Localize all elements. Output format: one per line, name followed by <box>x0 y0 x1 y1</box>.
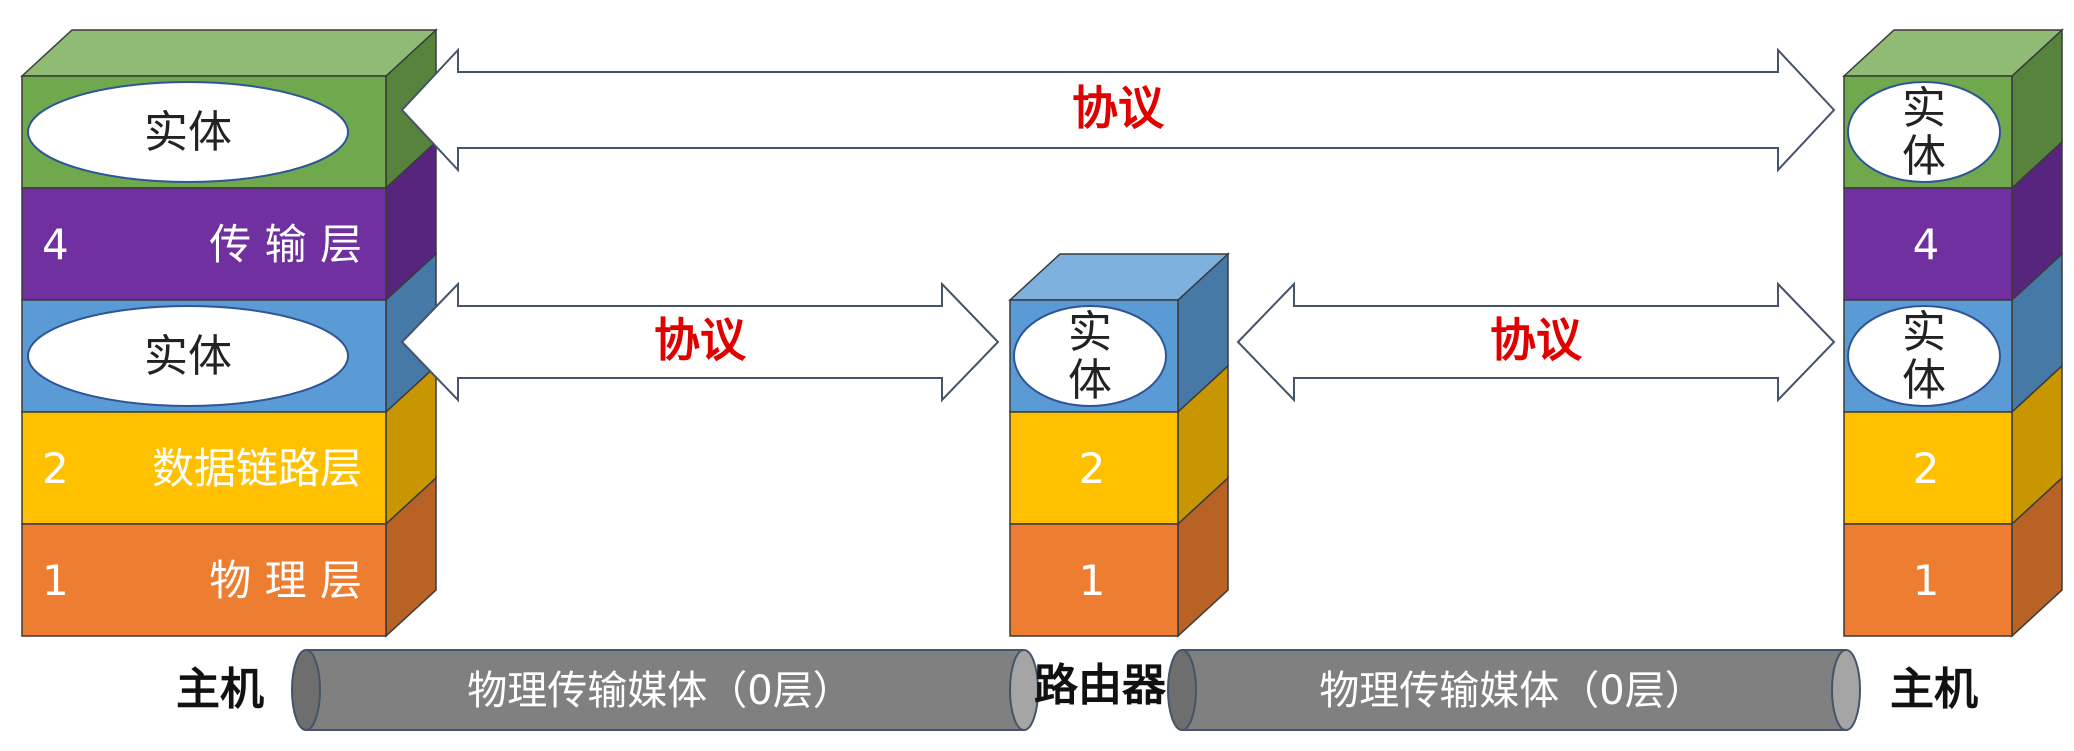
layer-number: 4 <box>1913 220 1940 269</box>
layer-front-face <box>1009 411 1179 525</box>
middle-left-protocol-label: 协议 <box>654 313 747 367</box>
entity-ellipse <box>1013 305 1167 407</box>
middle-right-protocol-label: 协议 <box>1490 313 1583 367</box>
layer-front-face <box>1843 523 2013 637</box>
layer-number: 2 <box>42 444 69 493</box>
right-host-layer-5: 1 <box>1843 476 2063 638</box>
right-host-layer-3: 实体 <box>1843 252 2063 414</box>
middle-left-protocol-arrow <box>400 281 1000 403</box>
layer-number: 4 <box>42 220 69 269</box>
entity-label: 实 <box>1902 307 1946 358</box>
router-label: 路由器 <box>1034 660 1167 711</box>
entity-label: 体 <box>1902 131 1946 182</box>
layer-name: 物 理 层 <box>209 556 362 605</box>
right-physical-medium: 物理传输媒体（0层） <box>1167 649 1861 731</box>
left-host-layer-4: 2 数据链路层 <box>21 364 437 526</box>
entity-label: 体 <box>1068 355 1112 406</box>
entity-ellipse <box>1847 81 2001 183</box>
layer-front-face <box>1843 411 2013 525</box>
layer-front-face <box>21 523 387 637</box>
top-protocol-arrow <box>400 47 1836 173</box>
middle-right-protocol-arrow <box>1236 281 1836 403</box>
entity-label: 实体 <box>144 107 232 158</box>
entity-ellipse <box>27 81 349 183</box>
layer-number: 1 <box>1079 556 1106 605</box>
right-medium-label: 物理传输媒体（0层） <box>1319 668 1704 714</box>
left-host-label: 主机 <box>176 664 264 715</box>
left-host-layer-5: 1 物 理 层 <box>21 476 437 638</box>
layer-front-face <box>21 187 387 301</box>
entity-ellipse <box>27 305 349 407</box>
layer-number: 2 <box>1913 444 1940 493</box>
left-host-layer-2: 4 传 输 层 <box>21 140 437 302</box>
layer-front-face <box>1009 523 1179 637</box>
layer-top-face <box>20 29 438 77</box>
layer-name: 传 输 层 <box>209 220 362 269</box>
entity-label: 体 <box>1902 355 1946 406</box>
layer-number: 1 <box>1913 556 1940 605</box>
layer-number: 1 <box>42 556 69 605</box>
layer-name: 数据链路层 <box>152 444 362 493</box>
left-physical-medium: 物理传输媒体（0层） <box>291 649 1039 731</box>
router-stack: 实体 2 1 <box>1008 252 1230 638</box>
router-layer-3: 1 <box>1009 476 1229 638</box>
left-medium-label: 物理传输媒体（0层） <box>467 668 852 714</box>
right-host-label: 主机 <box>1890 664 1978 715</box>
left-host-layer-1: 实体 <box>20 28 438 190</box>
layer-front-face <box>21 411 387 525</box>
right-host-layer-4: 2 <box>1843 364 2063 526</box>
entity-ellipse <box>1847 305 2001 407</box>
right-host-layer-1: 实体 <box>1842 28 2064 190</box>
layer-number: 2 <box>1079 444 1106 493</box>
entity-label: 实 <box>1068 307 1112 358</box>
router-layer-2: 2 <box>1009 364 1229 526</box>
router-layer-1: 实体 <box>1008 252 1230 414</box>
entity-label: 实体 <box>144 331 232 382</box>
entity-label: 实 <box>1902 83 1946 134</box>
top-protocol-label: 协议 <box>1072 81 1165 135</box>
right-host-layer-2: 4 <box>1843 140 2063 302</box>
layer-front-face <box>1843 187 2013 301</box>
